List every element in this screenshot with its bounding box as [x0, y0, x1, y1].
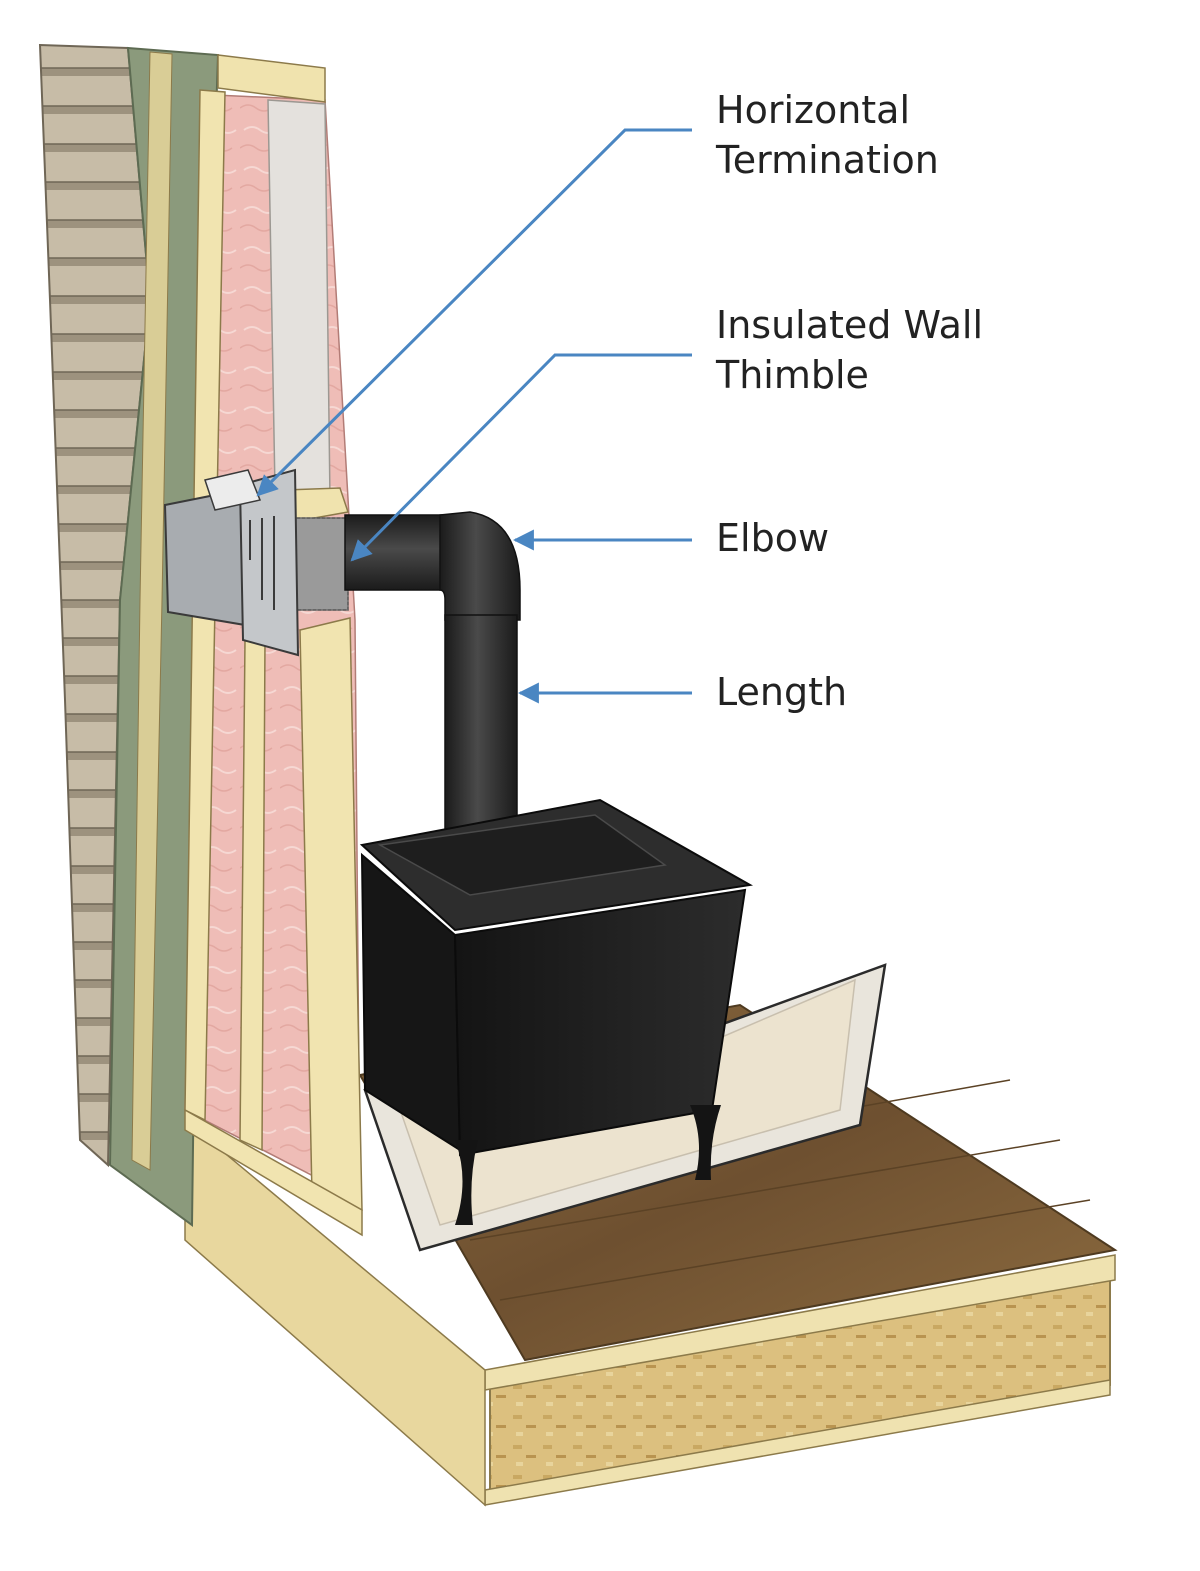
- bottom-plate: [184, 1108, 363, 1237]
- leader-lines: [256, 128, 692, 704]
- label-line: Insulated Wall: [716, 303, 984, 347]
- label-line: Horizontal: [716, 88, 911, 132]
- stove-leg-front: [455, 1140, 478, 1225]
- drywall: [267, 99, 331, 501]
- label-elbow: Elbow: [716, 513, 829, 563]
- label-line: Thimble: [716, 353, 869, 397]
- label-horizontal-termination: Horizontal Termination: [716, 85, 939, 185]
- label-line: Length: [716, 670, 848, 714]
- wood-stove: [359, 798, 754, 1225]
- pipe-elbow: [439, 511, 521, 621]
- stove-leg-right: [690, 1105, 721, 1180]
- label-length: Length: [716, 667, 847, 717]
- leader-horizontal-termination: [256, 128, 692, 497]
- label-line: Elbow: [716, 516, 830, 560]
- horizontal-termination-cap: [163, 488, 247, 627]
- wall-thimble-assembly: [163, 468, 349, 657]
- stove-top-plate: [377, 814, 667, 896]
- wall-stud-middle: [239, 639, 266, 1152]
- label-line: Termination: [716, 138, 939, 182]
- exterior-wall: [38, 43, 363, 1237]
- label-insulated-wall-thimble: Insulated Wall Thimble: [716, 300, 983, 400]
- top-plate: [217, 54, 326, 103]
- insulated-wall-thimble: [289, 517, 349, 611]
- leader-insulated-wall-thimble: [350, 353, 692, 562]
- sheathing-edge: [131, 51, 173, 1171]
